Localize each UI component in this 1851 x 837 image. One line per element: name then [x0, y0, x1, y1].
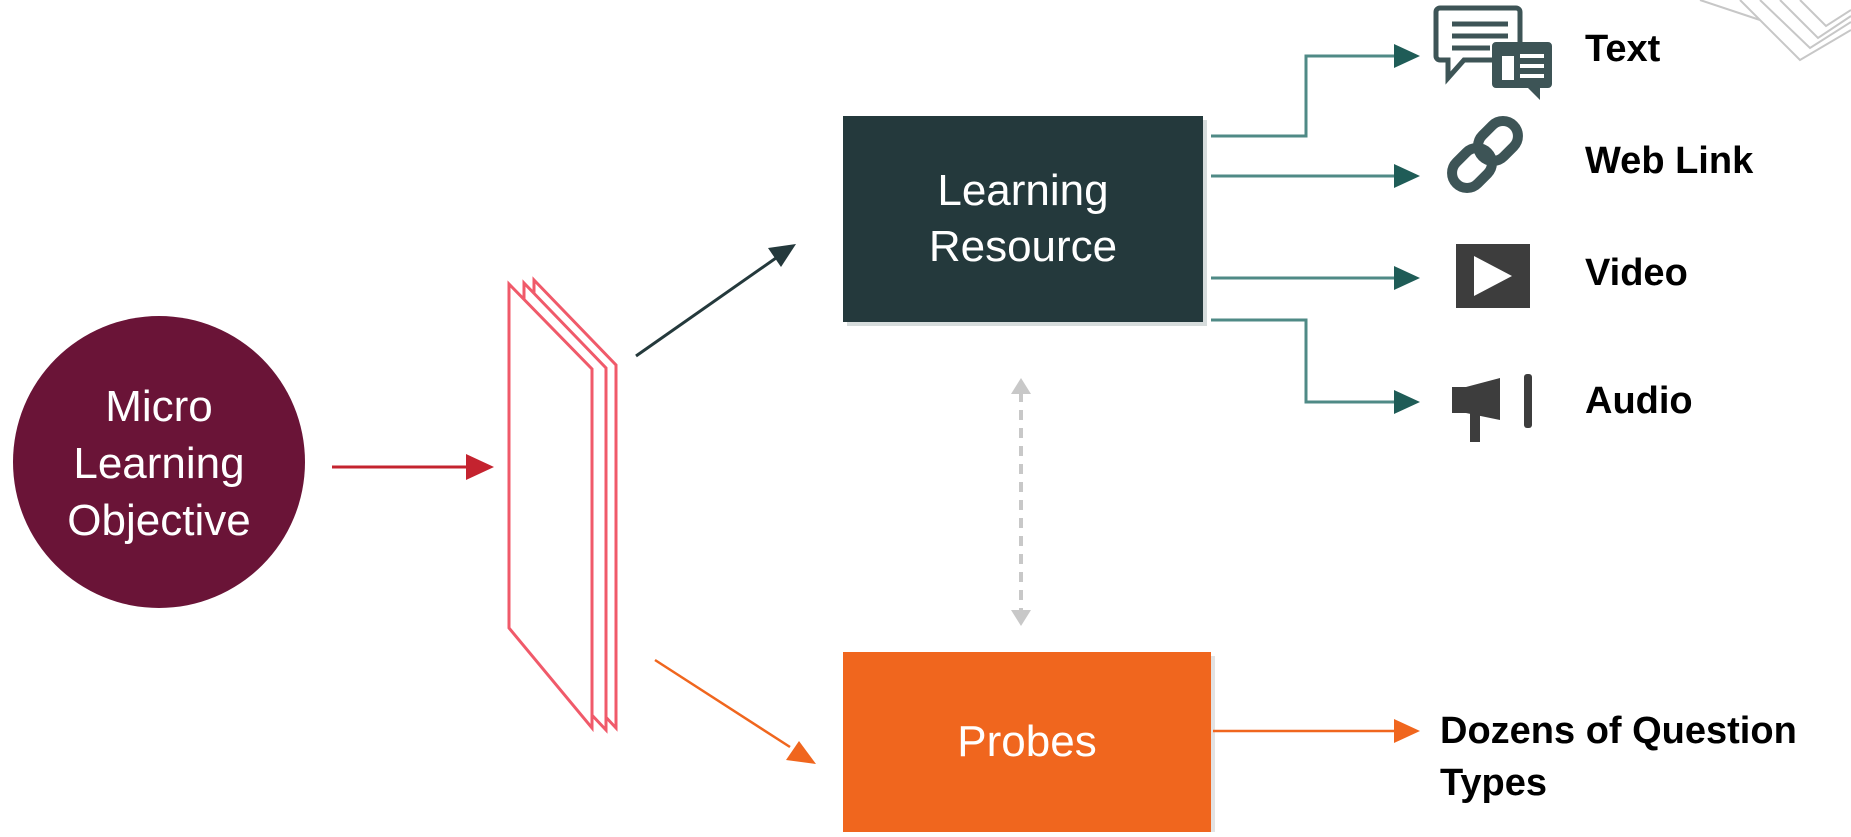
stack-to-resource-arrow	[635, 244, 796, 358]
learning-resource-label: Learning Resource	[843, 116, 1203, 322]
resource-line-1: Learning	[937, 166, 1109, 215]
probe-output-label: Dozens of Question Types	[1440, 705, 1850, 809]
probes-box	[843, 652, 1211, 832]
page-stack	[507, 276, 618, 734]
resource-line-2: Resource	[928, 222, 1118, 271]
objective-line-2: Learning	[73, 438, 245, 488]
probe-output-line-1: Dozens of Question	[1440, 710, 1797, 752]
output-label-audio: Audio	[1585, 380, 1693, 422]
resource-arrowheads	[1394, 44, 1420, 414]
chain-link-icon	[1447, 116, 1523, 193]
play-icon	[1456, 244, 1530, 308]
objective-line-1: Micro	[105, 381, 213, 431]
objective-line-3: Objective	[67, 495, 251, 545]
objective-circle	[13, 316, 305, 608]
chat-bubbles-icon	[1433, 5, 1552, 100]
learning-resource-box	[843, 116, 1203, 322]
probe-output-line-2: Types	[1440, 762, 1548, 804]
objective-label: Micro Learning Objective	[14, 318, 304, 608]
output-label-video: Video	[1585, 252, 1688, 294]
megaphone-icon	[1452, 374, 1532, 442]
output-label-web-link: Web Link	[1585, 140, 1754, 182]
corner-decoration	[1699, 0, 1851, 62]
objective-to-stack-arrow	[332, 454, 494, 480]
resource-probes-link	[1011, 378, 1031, 626]
probes-connector	[1213, 719, 1420, 743]
probes-label: Probes	[957, 717, 1097, 766]
output-label-text: Text	[1585, 28, 1661, 70]
resource-connectors	[1211, 54, 1396, 404]
stack-to-probes-arrow	[654, 658, 816, 764]
